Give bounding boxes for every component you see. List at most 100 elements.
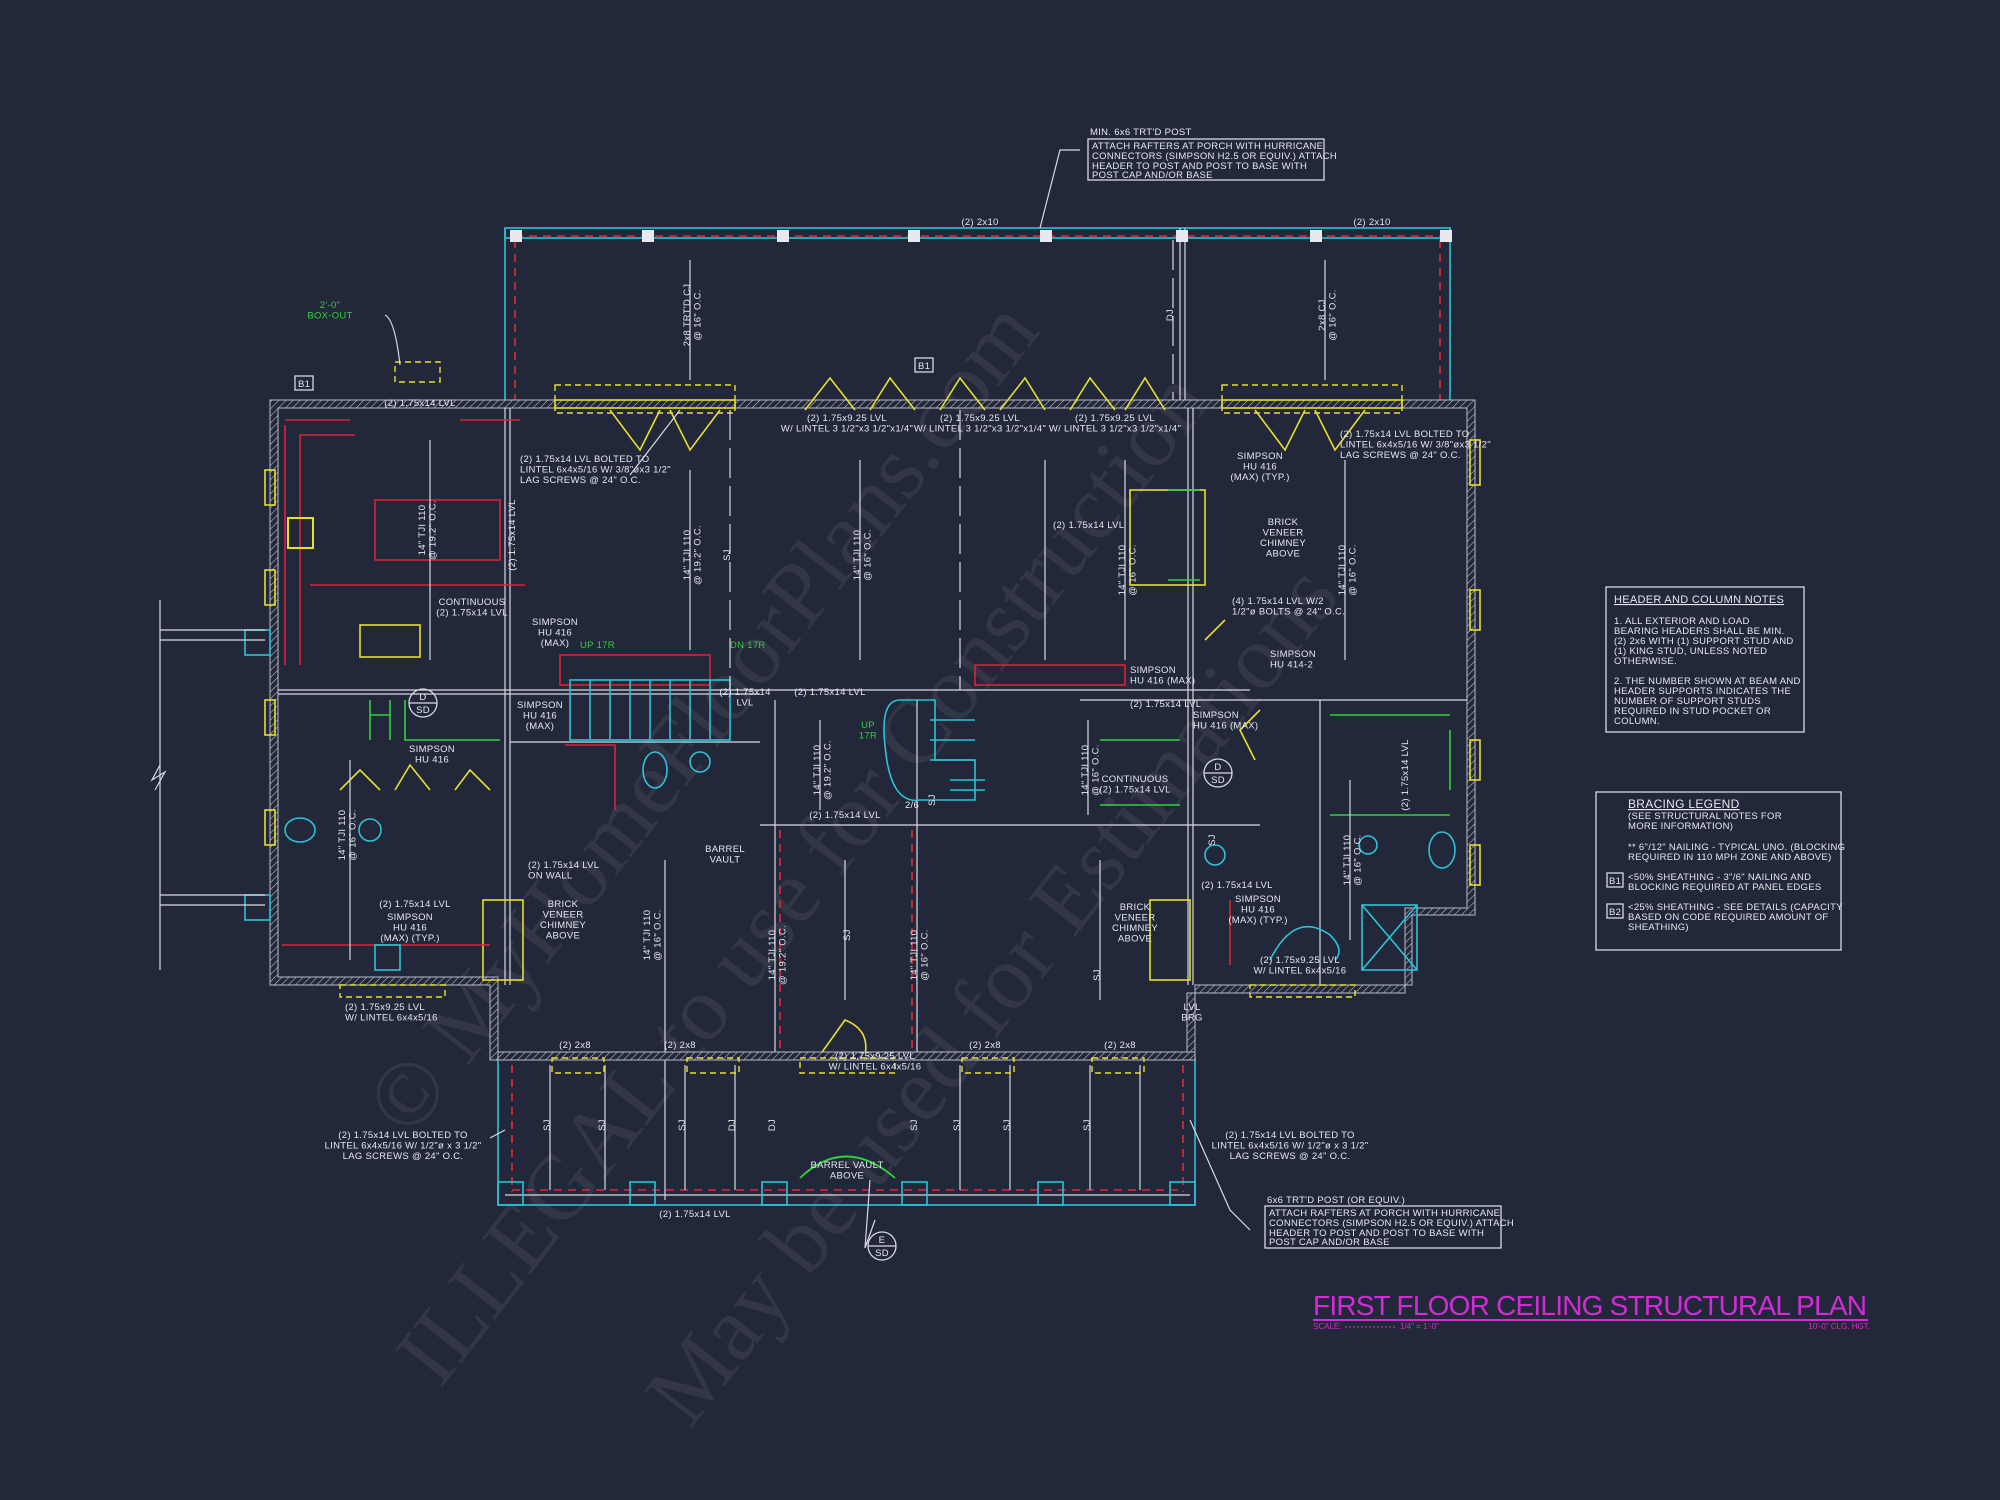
plan-label-line: (2) 1.75x14 LVL: [379, 899, 450, 910]
section-marker-top: D: [419, 692, 426, 703]
plan-label: SJ: [1092, 969, 1103, 981]
plan-label: (2) 1.75x14 LVL: [384, 398, 455, 409]
plan-label-line: HU 416 (MAX): [1130, 676, 1195, 687]
plan-label-line: (2) 1.75x14 LVL: [1053, 520, 1124, 531]
plan-label: SJ: [952, 1119, 963, 1131]
plan-label-line: DJ: [767, 1119, 778, 1131]
scale-label: SCALE:: [1313, 1322, 1341, 1331]
plan-label-line: W/ LINTEL 6x4x5/16: [829, 1062, 922, 1073]
notes-line: REQUIRED IN STUD POCKET OR: [1614, 706, 1771, 717]
legend-tag: B2: [1609, 907, 1621, 918]
plan-label-line: (MAX): [541, 638, 569, 649]
bracing-tag-b1: B1: [294, 375, 314, 391]
bracing-tag-b1: B1: [914, 357, 934, 373]
plan-label-line: 14" TJI 110: [682, 530, 693, 581]
plan-label-line: (2) 1.75x14 LVL: [1130, 699, 1201, 710]
legend-item-line: BLOCKING REQUIRED AT PANEL EDGES: [1628, 882, 1822, 893]
plan-label-line: ABOVE: [1118, 934, 1152, 945]
plan-label: (2) 1.75x14 LVL: [1053, 520, 1124, 531]
plan-label-line: W/ LINTEL 6x4x5/16: [1254, 966, 1347, 977]
plan-label-line: (2) 1.75x14 LVL BOLTED TO: [1225, 1130, 1354, 1141]
plan-label-line: VENEER: [543, 910, 584, 921]
plan-label: (2) 2x10: [961, 217, 998, 228]
plan-label-line: SJ: [722, 549, 733, 561]
plan-label-line: CHIMNEY: [540, 920, 586, 931]
plan-label-line: (2) 1.75x14: [719, 687, 770, 698]
plan-label-line: @ 16" O.C.: [1091, 744, 1102, 795]
section-marker[interactable]: E SD: [867, 1231, 897, 1261]
plan-label-line: (4) 1.75x14 LVL W/2: [1232, 596, 1324, 607]
notes-line: BEARING HEADERS SHALL BE MIN.: [1614, 626, 1784, 637]
stairs-fixtures: [244, 629, 1456, 971]
plan-label-line: BRICK: [1268, 517, 1299, 528]
legend-item-line: <25% SHEATHING - SEE DETAILS (CAPACITY: [1628, 902, 1843, 913]
legend-subtitle: MORE INFORMATION): [1628, 821, 1733, 832]
plan-label-line: SJ: [1092, 969, 1103, 981]
section-marker-bottom: SD: [875, 1248, 889, 1259]
plan-label: (2) 2x8: [559, 1040, 591, 1051]
plan-label: 14" TJI 110@ 19.2" O.C.: [812, 740, 834, 800]
plan-label: 14" TJI 110@ 19.2" O.C.: [767, 925, 789, 985]
plan-label-line: 17R: [859, 731, 877, 742]
notes-line: 2. THE NUMBER SHOWN AT BEAM AND: [1614, 676, 1801, 687]
section-marker-top: D: [1214, 762, 1221, 773]
plan-label-line: SJ: [1207, 834, 1218, 846]
closets: [369, 489, 1451, 816]
plan-label: DJ: [1165, 309, 1176, 321]
plan-label: (2) 1.75x14 LVL: [1130, 699, 1201, 710]
legend-typical: REQUIRED IN 110 MPH ZONE AND ABOVE): [1628, 852, 1832, 863]
callout-line: ATTACH RAFTERS AT PORCH WITH HURRICANE: [1092, 141, 1323, 152]
callout-heading: 6x6 TRT'D POST (OR EQUIV.): [1267, 1195, 1405, 1206]
plan-label-line: @ 19.2" O.C.: [693, 525, 704, 585]
plan-label-line: ON WALL: [528, 871, 573, 882]
plan-label-line: VENEER: [1115, 913, 1156, 924]
plan-label-line: (2) 1.75x14 LVL: [384, 398, 455, 409]
headers-windows: [264, 361, 1481, 1056]
plan-label-line: SJ: [927, 794, 938, 806]
plan-label-line: SIMPSON: [409, 744, 455, 755]
section-marker-bottom: SD: [416, 705, 430, 716]
plan-label-line: (MAX) (TYP.): [1228, 915, 1287, 926]
plan-label-line: (2) 1.75x14 LVL: [1400, 739, 1411, 810]
plan-label-line: (2) 2x8: [559, 1040, 591, 1051]
plan-label: (2) 1.75x14 LVL: [659, 1209, 730, 1220]
plan-label-line: SIMPSON: [517, 700, 563, 711]
plan-label: (2) 2x10: [1353, 217, 1390, 228]
plan-label-line: SIMPSON: [532, 617, 578, 628]
joist-arrows: [349, 240, 1351, 1200]
plan-label-line: HU 416: [415, 755, 449, 766]
plan-label: 14" TJI 110@ 19.2" O.C.: [682, 525, 704, 585]
legend-item-line: <50% SHEATHING - 3"/6" NAILING AND: [1628, 872, 1811, 883]
plan-label: SJ: [542, 1119, 553, 1131]
plan-label: 14" TJI 110@ 19.2" O.C.: [417, 500, 439, 560]
plan-label-line: BARREL: [705, 844, 745, 855]
plan-label-line: 14" TJI 110: [812, 745, 823, 796]
scale-value: 1/4" = 1'-0": [1400, 1322, 1439, 1331]
plan-label-line: SJ: [909, 1119, 920, 1131]
plan-label-line: LINTEL 6x4x5/16 W/ 3/8"øx3 1/2": [1340, 440, 1491, 451]
plan-label-line: CONTINUOUS: [439, 597, 506, 608]
plan-label-line: DJ: [1165, 309, 1176, 321]
callout-top-porch-post: MIN. 6x6 TRT'D POST ATTACH RAFTERS AT PO…: [1087, 127, 1337, 181]
plan-label-line: SIMPSON: [1237, 451, 1283, 462]
exterior-walls: [269, 399, 1476, 1061]
plan-label-line: (2) 1.75x14 LVL: [436, 608, 507, 619]
callout-line: POST CAP AND/OR BASE: [1092, 170, 1213, 181]
plan-label-line: SIMPSON: [1235, 894, 1281, 905]
ceiling-height: 10'-0" CLG. HGT.: [1808, 1322, 1870, 1331]
notes-line: (1) KING STUD, UNLESS NOTED: [1614, 646, 1767, 657]
plan-label: (2) 1.75x14 LVL: [507, 499, 518, 570]
section-marker[interactable]: D SD: [1203, 758, 1233, 788]
section-marker[interactable]: D SD: [408, 688, 438, 718]
